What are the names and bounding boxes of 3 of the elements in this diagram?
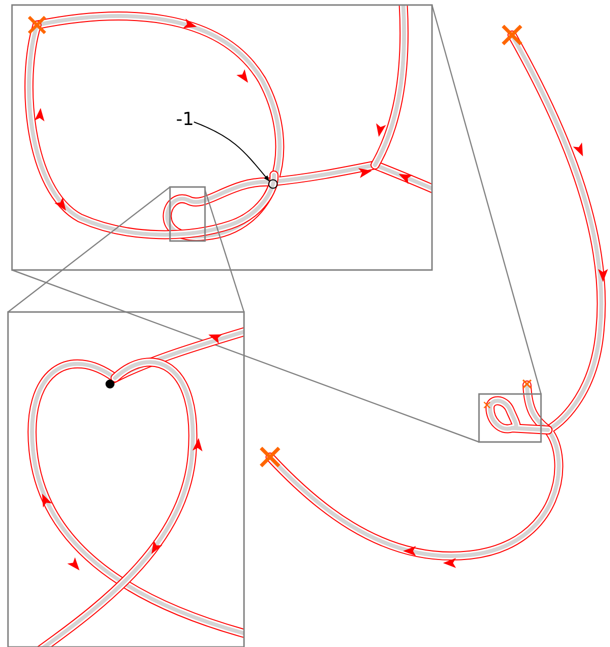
point-circle bbox=[268, 179, 278, 189]
value-label: -1 bbox=[176, 110, 194, 130]
leader-line bbox=[193, 122, 270, 182]
